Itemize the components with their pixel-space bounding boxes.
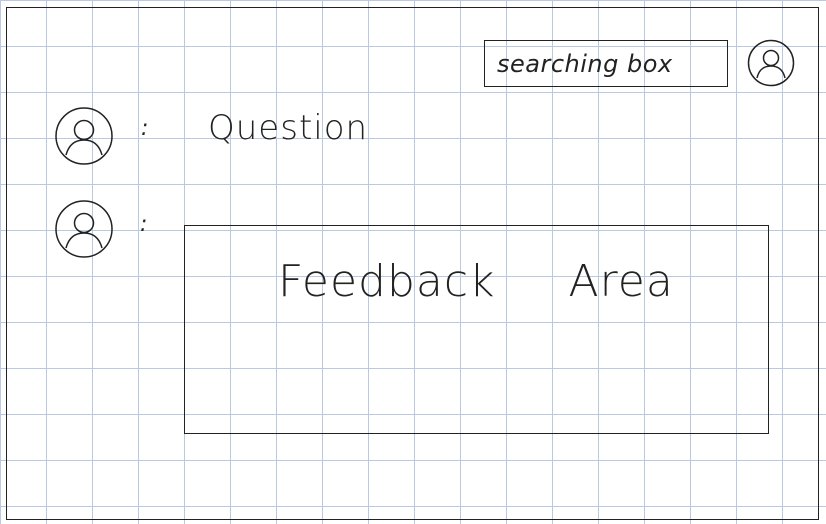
search-box[interactable]: searching box [484, 40, 728, 87]
app-window-frame [6, 7, 819, 520]
user-avatar-icon [747, 39, 795, 87]
user-avatar-icon [55, 200, 113, 258]
feedback-separator: : [140, 212, 148, 237]
question-text: Question [208, 108, 369, 148]
user-profile-avatar[interactable] [746, 38, 796, 88]
feedback-area[interactable]: Feedback Area [184, 225, 769, 434]
feedback-area-label: Feedback Area [278, 256, 674, 307]
user-avatar-icon [55, 107, 113, 165]
feedback-user-avatar [54, 199, 114, 259]
search-box-label: searching box [497, 49, 673, 78]
question-separator: : [141, 116, 149, 141]
question-user-avatar [54, 106, 114, 166]
